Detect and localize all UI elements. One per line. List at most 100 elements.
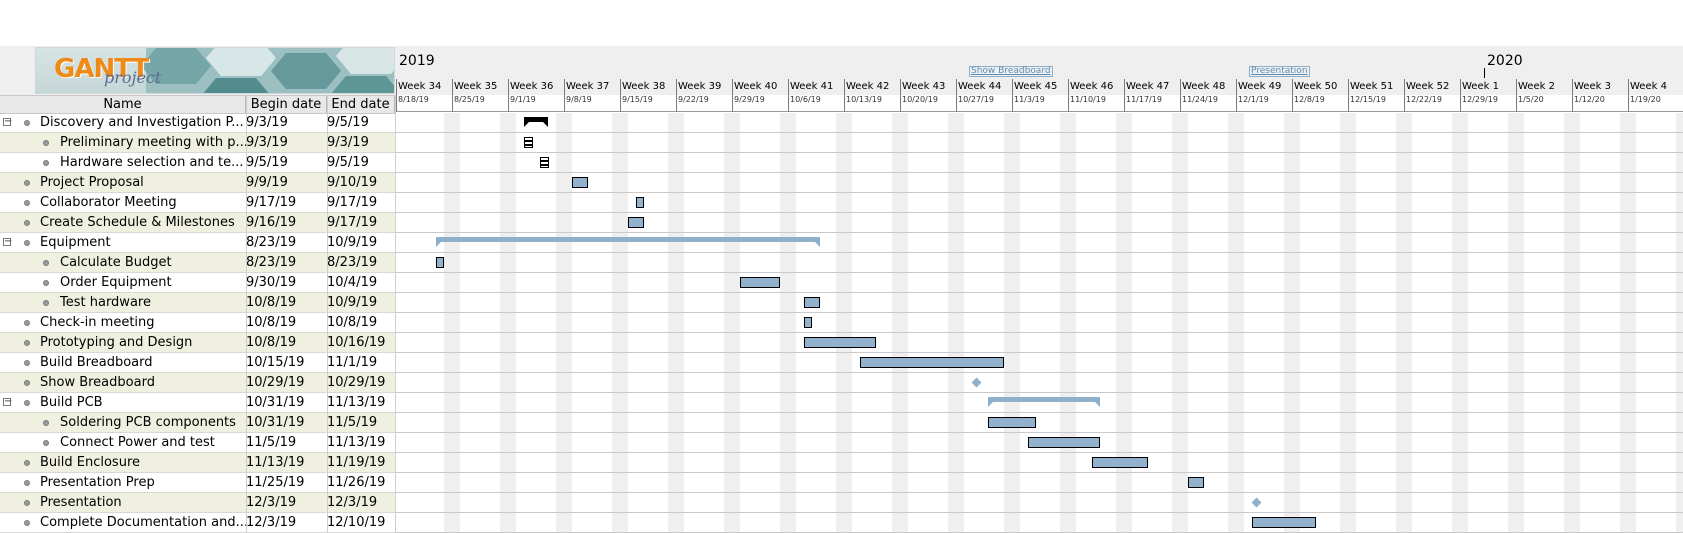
task-row[interactable]: Build Breadboard 10/15/19 11/1/19 — [0, 353, 395, 373]
task-end-date[interactable]: 10/9/19 — [327, 295, 378, 310]
task-end-date[interactable]: 10/4/19 — [327, 275, 378, 290]
task-name[interactable]: Complete Documentation and... — [40, 515, 248, 530]
task-bar[interactable] — [436, 257, 444, 268]
task-bar[interactable] — [860, 357, 1004, 368]
task-begin-date[interactable]: 11/25/19 — [246, 475, 305, 490]
task-name[interactable]: Check-in meeting — [40, 315, 155, 330]
task-end-date[interactable]: 12/10/19 — [327, 515, 386, 530]
task-begin-date[interactable]: 10/31/19 — [246, 395, 305, 410]
task-end-date[interactable]: 10/8/19 — [327, 315, 378, 330]
task-row[interactable]: − Discovery and Investigation P...9/3/19 9… — [0, 113, 395, 133]
task-bar[interactable] — [572, 177, 588, 188]
task-end-date[interactable]: 9/5/19 — [327, 155, 369, 170]
task-begin-date[interactable]: 9/9/19 — [246, 175, 288, 190]
summary-task-bar[interactable] — [988, 397, 1100, 407]
task-end-date[interactable]: 9/17/19 — [327, 195, 378, 210]
task-begin-date[interactable]: 8/23/19 — [246, 235, 297, 250]
task-begin-date[interactable]: 9/5/19 — [246, 155, 288, 170]
selected-subtask-bar[interactable] — [524, 137, 533, 148]
task-begin-date[interactable]: 9/30/19 — [246, 275, 297, 290]
task-bar[interactable] — [1028, 437, 1100, 448]
task-bar[interactable] — [1252, 517, 1316, 528]
summary-task-bar[interactable] — [524, 117, 548, 127]
task-end-date[interactable]: 10/16/19 — [327, 335, 386, 350]
task-end-date[interactable]: 11/1/19 — [327, 355, 378, 370]
task-name[interactable]: Test hardware — [60, 295, 151, 310]
task-bar[interactable] — [804, 317, 812, 328]
summary-task-bar[interactable] — [436, 237, 820, 247]
task-end-date[interactable]: 9/3/19 — [327, 135, 369, 150]
task-end-date[interactable]: 10/9/19 — [327, 235, 378, 250]
task-bar[interactable] — [740, 277, 780, 288]
task-end-date[interactable]: 9/17/19 — [327, 215, 378, 230]
column-header-begin-date[interactable]: Begin date — [246, 96, 327, 113]
task-name[interactable]: Collaborator Meeting — [40, 195, 177, 210]
task-row[interactable]: − Build PCB 10/31/19 11/13/19 — [0, 393, 395, 413]
collapse-toggle-icon[interactable]: − — [3, 116, 13, 127]
task-row[interactable]: Connect Power and test 11/5/19 11/13/19 — [0, 433, 395, 453]
task-name[interactable]: Build Breadboard — [40, 355, 153, 370]
task-name[interactable]: Presentation Prep — [40, 475, 155, 490]
milestone-diamond[interactable] — [1251, 497, 1262, 508]
column-header-end-date[interactable]: End date — [327, 96, 395, 113]
task-bar[interactable] — [628, 217, 644, 228]
task-bar[interactable] — [988, 417, 1036, 428]
task-name[interactable]: Prototyping and Design — [40, 335, 193, 350]
task-name[interactable]: Show Breadboard — [40, 375, 155, 390]
task-row[interactable]: Create Schedule & Milestones 9/16/19 9/17/… — [0, 213, 395, 233]
task-row[interactable]: Project Proposal 9/9/19 9/10/19 — [0, 173, 395, 193]
task-name[interactable]: Order Equipment — [60, 275, 172, 290]
milestone-diamond[interactable] — [971, 377, 982, 388]
task-name[interactable]: Create Schedule & Milestones — [40, 215, 235, 230]
task-end-date[interactable]: 12/3/19 — [327, 495, 378, 510]
task-end-date[interactable]: 9/5/19 — [327, 115, 369, 130]
task-row[interactable]: Collaborator Meeting 9/17/19 9/17/19 — [0, 193, 395, 213]
task-begin-date[interactable]: 11/5/19 — [246, 435, 297, 450]
task-row[interactable]: Presentation Prep 11/25/19 11/26/19 — [0, 473, 395, 493]
task-begin-date[interactable]: 9/3/19 — [246, 115, 288, 130]
task-name[interactable]: Hardware selection and te... — [60, 155, 244, 170]
task-row[interactable]: Calculate Budget 8/23/19 8/23/19 — [0, 253, 395, 273]
task-name[interactable]: Discovery and Investigation P... — [40, 115, 244, 130]
task-bar[interactable] — [636, 197, 644, 208]
task-name[interactable]: Calculate Budget — [60, 255, 172, 270]
task-begin-date[interactable]: 10/15/19 — [246, 355, 305, 370]
task-name[interactable]: Preliminary meeting with p... — [60, 135, 248, 150]
task-row[interactable]: Prototyping and Design 10/8/19 10/16/19 — [0, 333, 395, 353]
task-bar[interactable] — [1188, 477, 1204, 488]
task-end-date[interactable]: 11/26/19 — [327, 475, 386, 490]
task-end-date[interactable]: 11/5/19 — [327, 415, 378, 430]
task-begin-date[interactable]: 10/8/19 — [246, 335, 297, 350]
milestone-header-link[interactable]: Presentation — [1249, 66, 1310, 77]
task-begin-date[interactable]: 11/13/19 — [246, 455, 305, 470]
task-begin-date[interactable]: 10/31/19 — [246, 415, 305, 430]
task-begin-date[interactable]: 9/17/19 — [246, 195, 297, 210]
task-name[interactable]: Project Proposal — [40, 175, 144, 190]
task-begin-date[interactable]: 8/23/19 — [246, 255, 297, 270]
task-begin-date[interactable]: 9/16/19 — [246, 215, 297, 230]
task-begin-date[interactable]: 9/3/19 — [246, 135, 288, 150]
milestone-header-link[interactable]: Show Breadboard — [969, 66, 1053, 77]
task-end-date[interactable]: 8/23/19 — [327, 255, 378, 270]
task-end-date[interactable]: 11/13/19 — [327, 395, 386, 410]
task-end-date[interactable]: 9/10/19 — [327, 175, 378, 190]
task-end-date[interactable]: 11/13/19 — [327, 435, 386, 450]
collapse-toggle-icon[interactable]: − — [3, 396, 13, 407]
task-end-date[interactable]: 10/29/19 — [327, 375, 386, 390]
selected-subtask-bar[interactable] — [540, 157, 549, 168]
task-name[interactable]: Equipment — [40, 235, 111, 250]
task-name[interactable]: Build PCB — [40, 395, 103, 410]
task-name[interactable]: Connect Power and test — [60, 435, 215, 450]
column-header-name[interactable]: Name — [0, 96, 246, 113]
task-bar[interactable] — [804, 337, 876, 348]
